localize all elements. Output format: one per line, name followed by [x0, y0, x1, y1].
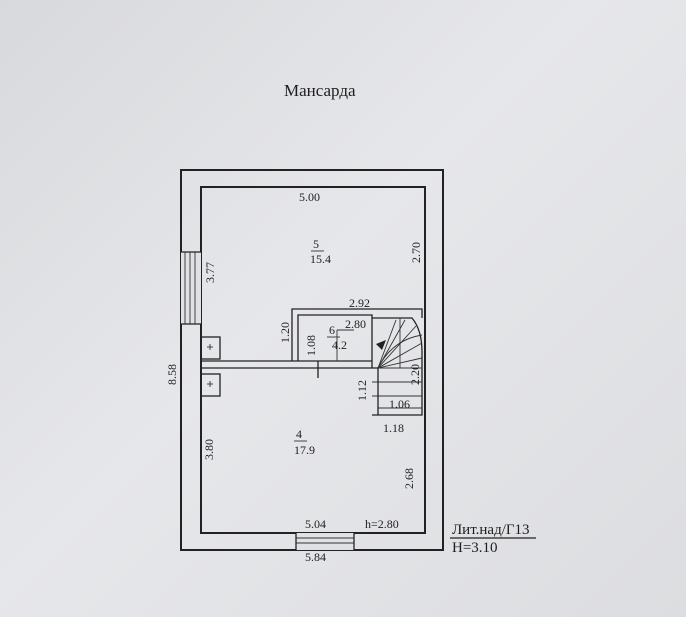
dim-overall-height: 8.58 [165, 364, 179, 385]
room-6-label: 6 4.2 [327, 323, 347, 352]
dim-room6-inner: 2.80 [345, 317, 366, 331]
staircase [372, 317, 423, 416]
dim-room6-left-inner: 1.08 [304, 335, 318, 356]
dim-right-upper: 2.70 [409, 242, 423, 263]
dim-bottom-inner: 5.04 [305, 517, 326, 531]
dim-stair-landing: 1.06 [389, 397, 410, 411]
svg-text:5: 5 [313, 237, 319, 251]
dim-room6-left-outer: 1.20 [278, 322, 292, 343]
vent-lower [200, 373, 221, 397]
left-window [181, 251, 201, 325]
plan-title: Мансарда [284, 81, 356, 100]
lit-height: Н=3.10 [452, 540, 498, 556]
dim-stair-step: 1.12 [355, 380, 369, 401]
dim-left-upper: 3.77 [203, 262, 217, 283]
dim-right-lower: 2.68 [402, 468, 416, 489]
dim-room6-outer: 2.92 [349, 296, 370, 310]
room-6-walls [291, 308, 423, 368]
dim-ceiling-height: h=2.80 [365, 517, 399, 531]
outer-wall [180, 169, 444, 551]
room-4-label: 4 17.9 [294, 427, 315, 457]
svg-text:4.2: 4.2 [332, 338, 347, 352]
room-5-label: 5 15.4 [310, 237, 331, 266]
dim-top-width: 5.00 [299, 190, 320, 204]
svg-text:15.4: 15.4 [310, 252, 331, 266]
lit-stamp: Лит.над/Г13 Н=3.10 [450, 522, 536, 556]
svg-text:4: 4 [296, 427, 302, 441]
vent-upper [200, 336, 221, 360]
dim-bottom-outer: 5.84 [305, 550, 326, 564]
partition-wall [201, 360, 372, 378]
bottom-window [295, 533, 355, 550]
dim-stair-height: 2.20 [408, 364, 422, 385]
lit-label: Лит.над/Г13 [452, 522, 530, 538]
svg-text:17.9: 17.9 [294, 443, 315, 457]
dim-left-lower: 3.80 [202, 439, 216, 460]
dim-stair-bottom: 1.18 [383, 421, 404, 435]
svg-text:6: 6 [329, 323, 335, 337]
